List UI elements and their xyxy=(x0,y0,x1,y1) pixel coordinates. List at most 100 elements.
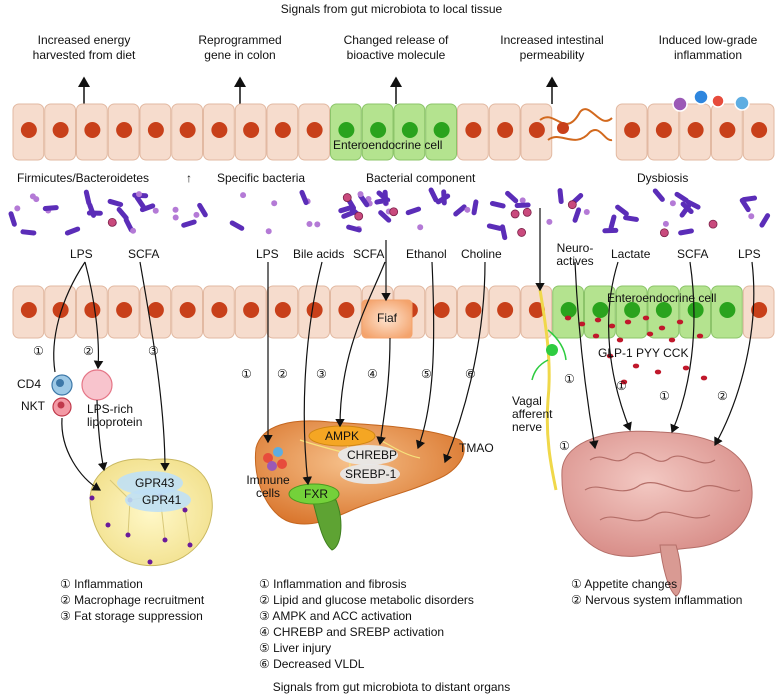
liver-outcome-1: ① Inflammation and fibrosis xyxy=(259,577,407,591)
rod-bacterium xyxy=(453,204,467,217)
rod-bacterium xyxy=(229,220,245,231)
rod-bacterium xyxy=(428,187,439,203)
epithelial-cell xyxy=(76,285,108,339)
liver-outcome-2: ② Lipid and glucose metabolic disorders xyxy=(259,593,474,607)
srebp-label: SREBP-1 xyxy=(345,467,397,481)
immune-cells-top xyxy=(672,89,750,112)
hormone-granule xyxy=(592,333,600,339)
adipose-num-3: ③ xyxy=(148,344,159,358)
coccus-bacterium xyxy=(172,206,179,213)
brain-outcomes: ① Appetite changes ② Nervous system infl… xyxy=(571,576,742,608)
liver-outcome-5: ⑤ Liver injury xyxy=(259,641,332,655)
rod-bacterium xyxy=(107,198,124,207)
nkt-label: NKT xyxy=(21,399,45,413)
liver-num-4: ④ xyxy=(367,367,378,381)
liver xyxy=(254,420,465,551)
hormone-granule xyxy=(564,315,572,321)
adipose-num-2: ② xyxy=(83,344,94,358)
coccus-bacterium xyxy=(193,211,200,218)
lower-enteroendocrine-label: Enteroendocrine cell xyxy=(607,291,717,305)
adipose-outcome-2: ② Macrophage recruitment xyxy=(60,593,205,607)
gut-hormones-label: GLP-1 PYY CCK xyxy=(598,346,689,360)
firmicutes-increase-arrow: ↑ xyxy=(186,171,192,185)
rod-bacterium xyxy=(83,189,92,206)
spore-particle xyxy=(342,193,352,202)
top-title: Signals from gut microbiota to local tis… xyxy=(280,2,503,16)
signal-scfa-liver: SCFA xyxy=(353,247,385,261)
gpr43-label: GPR43 xyxy=(135,476,175,490)
enteroendocrine-cell xyxy=(330,103,362,161)
rod-bacterium xyxy=(759,213,771,228)
signal-curves xyxy=(53,208,755,491)
epithelial-cell xyxy=(139,285,172,339)
lactate-num: ① xyxy=(616,379,627,393)
coccus-bacterium xyxy=(669,200,676,207)
hormone-granule xyxy=(642,315,650,321)
signal-choline: Choline xyxy=(461,247,502,261)
fiaf-label: Fiaf xyxy=(377,311,398,325)
epithelial-cell xyxy=(488,285,521,339)
chrebp-label: CHREBP xyxy=(347,448,398,462)
spore-particle xyxy=(522,207,532,217)
epithelial-cell xyxy=(615,103,648,161)
enteroendocrine-cell xyxy=(425,103,457,161)
local-effect-arrows xyxy=(78,76,558,104)
coccus-bacterium xyxy=(130,227,137,234)
signal-neuroactives: Neuro-actives xyxy=(556,241,594,268)
enteroendocrine-cell xyxy=(615,285,648,339)
enteroendocrine-cell xyxy=(584,285,616,339)
hormone-granule xyxy=(608,323,616,329)
coccus-bacterium xyxy=(136,191,143,198)
rod-bacterium xyxy=(378,210,392,223)
rod-bacterium xyxy=(346,224,362,233)
epithelial-cell xyxy=(203,285,235,339)
epithelial-cell xyxy=(139,103,172,161)
spore-particle xyxy=(107,217,117,227)
rod-bacterium xyxy=(685,199,701,210)
epithelial-cell xyxy=(107,103,140,161)
hormone-granule xyxy=(646,331,654,337)
hormone-granule xyxy=(624,319,632,325)
lps-brain-num: ② xyxy=(717,389,728,403)
hormone-granules xyxy=(564,315,708,385)
hormone-granule xyxy=(658,325,666,331)
liver-outcome-3: ③ AMPK and ACC activation xyxy=(259,609,412,623)
rod-bacterium xyxy=(678,228,694,236)
rod-bacterium xyxy=(382,189,389,206)
liver-outcome-4: ④ CHREBP and SREBP activation xyxy=(259,625,445,639)
hormone-granule xyxy=(700,375,708,381)
rod-bacterium xyxy=(739,197,751,213)
rod-bacterium xyxy=(299,189,309,206)
coccus-bacterium xyxy=(271,200,278,207)
coccus-bacterium xyxy=(583,209,590,216)
enteroendocrine-cell xyxy=(711,285,743,339)
upper-epithelium xyxy=(12,103,775,161)
label-bacterial-component: Bacterial component xyxy=(366,171,476,185)
adipose-outcome-3: ③ Fat storage suppression xyxy=(60,609,203,623)
liver-outcomes: ① Inflammation and fibrosis ② Lipid and … xyxy=(259,576,474,672)
epithelial-cell xyxy=(298,285,330,339)
tmao-label: TMAO xyxy=(459,441,494,455)
liver-num-5: ⑤ xyxy=(421,367,432,381)
epithelial-cell xyxy=(647,103,680,161)
ampk-label: AMPK xyxy=(325,429,360,443)
coccus-bacterium xyxy=(265,228,272,235)
rod-bacterium xyxy=(514,202,531,209)
epithelial-cell xyxy=(12,103,45,161)
rod-bacterium xyxy=(42,205,59,212)
enteroendocrine-cell xyxy=(361,103,394,161)
epithelial-cell xyxy=(488,103,521,161)
signal-lps-adipose: LPS xyxy=(70,247,93,261)
rod-bacterium xyxy=(674,191,689,203)
hormone-granule xyxy=(668,337,676,343)
epithelial-cell xyxy=(76,103,108,161)
cd4-label: CD4 xyxy=(17,377,42,391)
rod-bacterium xyxy=(557,188,564,205)
